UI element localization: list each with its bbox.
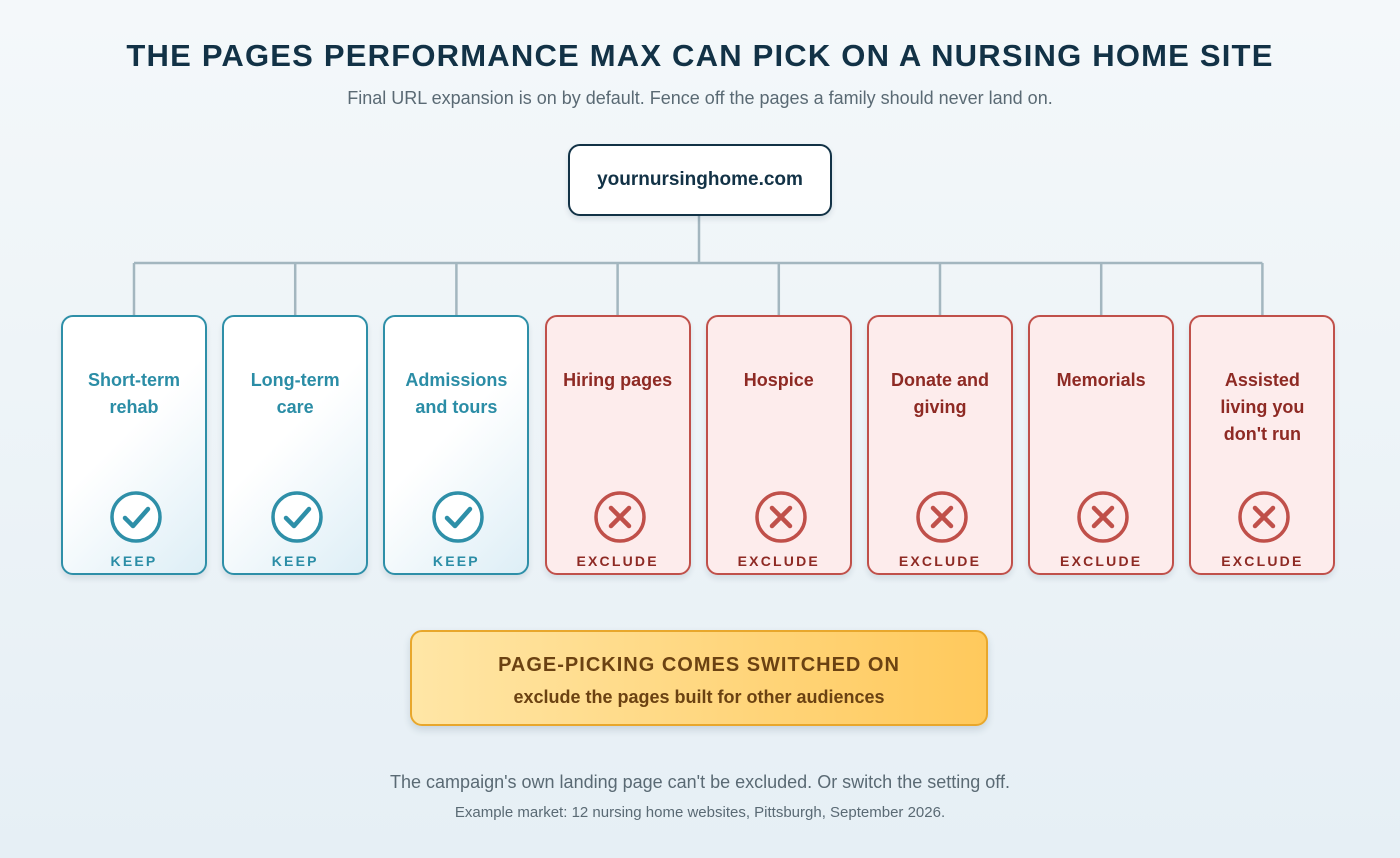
source-note: Example market: 12 nursing home websites…: [454, 804, 946, 821]
page-card-verdict: EXCLUDE: [576, 553, 659, 569]
page-card-verdict: KEEP: [432, 553, 480, 569]
x-circle-icon: [593, 491, 646, 543]
check-circle-icon: [271, 491, 323, 543]
check-circle-icon: [110, 491, 162, 543]
page-card-label: Short-term rehab: [87, 370, 180, 417]
page-card-verdict: EXCLUDE: [898, 553, 982, 569]
page-card-verdict: EXCLUDE: [1060, 553, 1143, 569]
page-card-label: Hospice: [743, 370, 814, 390]
x-circle-icon: [1077, 491, 1129, 543]
footnote: The campaign's own landing page can't be…: [390, 772, 1010, 792]
page-card-label: Assisted living you don't run: [1220, 370, 1305, 444]
page-card-verdict: KEEP: [271, 553, 319, 569]
page-title: THE PAGES PERFORMANCE MAX CAN PICK ON A …: [126, 38, 1274, 73]
page-card-label: Donate and giving: [890, 370, 989, 417]
x-circle-icon: [1238, 491, 1291, 543]
x-circle-icon: [755, 491, 807, 543]
x-circle-icon: [916, 491, 968, 543]
page-card-label: Long-term care: [250, 370, 340, 417]
callout-box: PAGE-PICKING COMES SWITCHED ON exclude t…: [410, 630, 988, 726]
callout-title: PAGE-PICKING COMES SWITCHED ON: [498, 654, 900, 676]
page-card-verdict: KEEP: [110, 553, 158, 569]
page-card-label: Memorials: [1056, 370, 1146, 390]
callout-subtitle: exclude the pages built for other audien…: [513, 687, 885, 707]
page-subtitle: Final URL expansion is on by default. Fe…: [347, 88, 1053, 108]
page-card-label: Admissions and tours: [405, 370, 508, 417]
page-card-verdict: EXCLUDE: [1221, 553, 1304, 569]
page-card-verdict: EXCLUDE: [737, 553, 820, 569]
check-circle-icon: [432, 491, 485, 543]
site-root-node: yournursinghome.com: [568, 144, 832, 216]
page-card-label: Hiring pages: [563, 370, 673, 390]
